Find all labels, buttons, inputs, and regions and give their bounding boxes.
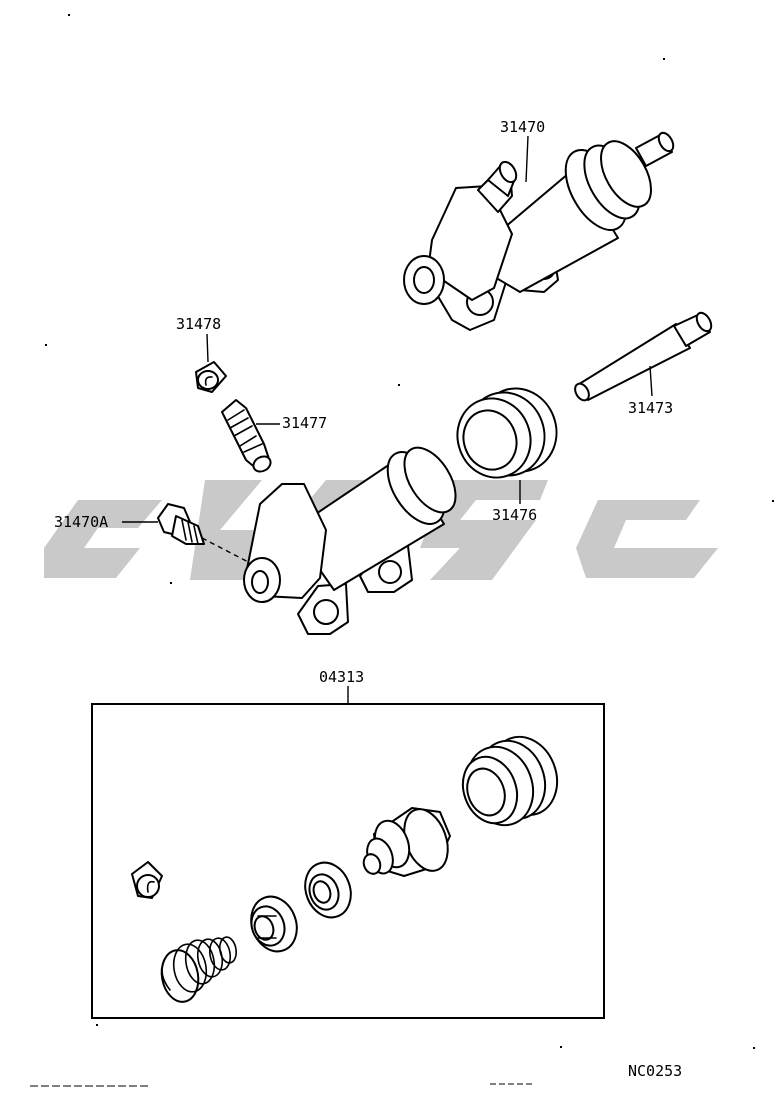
kit-box xyxy=(91,703,605,1019)
label-31470: 31470 xyxy=(500,118,545,136)
label-31476: 31476 xyxy=(492,506,537,524)
kit-plug-drawing xyxy=(131,861,163,899)
scan-specks xyxy=(30,14,774,1087)
push-rod-drawing xyxy=(574,311,713,402)
label-04313: 04313 xyxy=(319,668,364,686)
bolt-drawing xyxy=(157,503,205,545)
bleeder-screw-drawing xyxy=(221,399,272,473)
bolt-install-line xyxy=(201,537,257,567)
kit-boot-drawing xyxy=(461,735,559,827)
boot-drawing xyxy=(456,387,558,479)
diagram-code: NC0253 xyxy=(628,1062,682,1080)
cylinder-assembly-drawing xyxy=(403,131,675,331)
kit-spring-drawing xyxy=(160,936,237,1003)
label-31470A: 31470A xyxy=(54,513,108,531)
kit-cup-seal-drawing xyxy=(304,861,352,919)
kit-piston-drawing xyxy=(362,807,451,877)
leader-31473 xyxy=(649,365,653,397)
leader-31478 xyxy=(206,333,209,363)
label-31473: 31473 xyxy=(628,399,673,417)
plug-drawing xyxy=(195,361,227,393)
kit-spring-seat-drawing xyxy=(250,895,298,953)
cylinder-body-drawing xyxy=(243,446,457,635)
label-31478: 31478 xyxy=(176,315,221,333)
label-31477: 31477 xyxy=(282,414,327,432)
leader-31470 xyxy=(525,135,529,183)
